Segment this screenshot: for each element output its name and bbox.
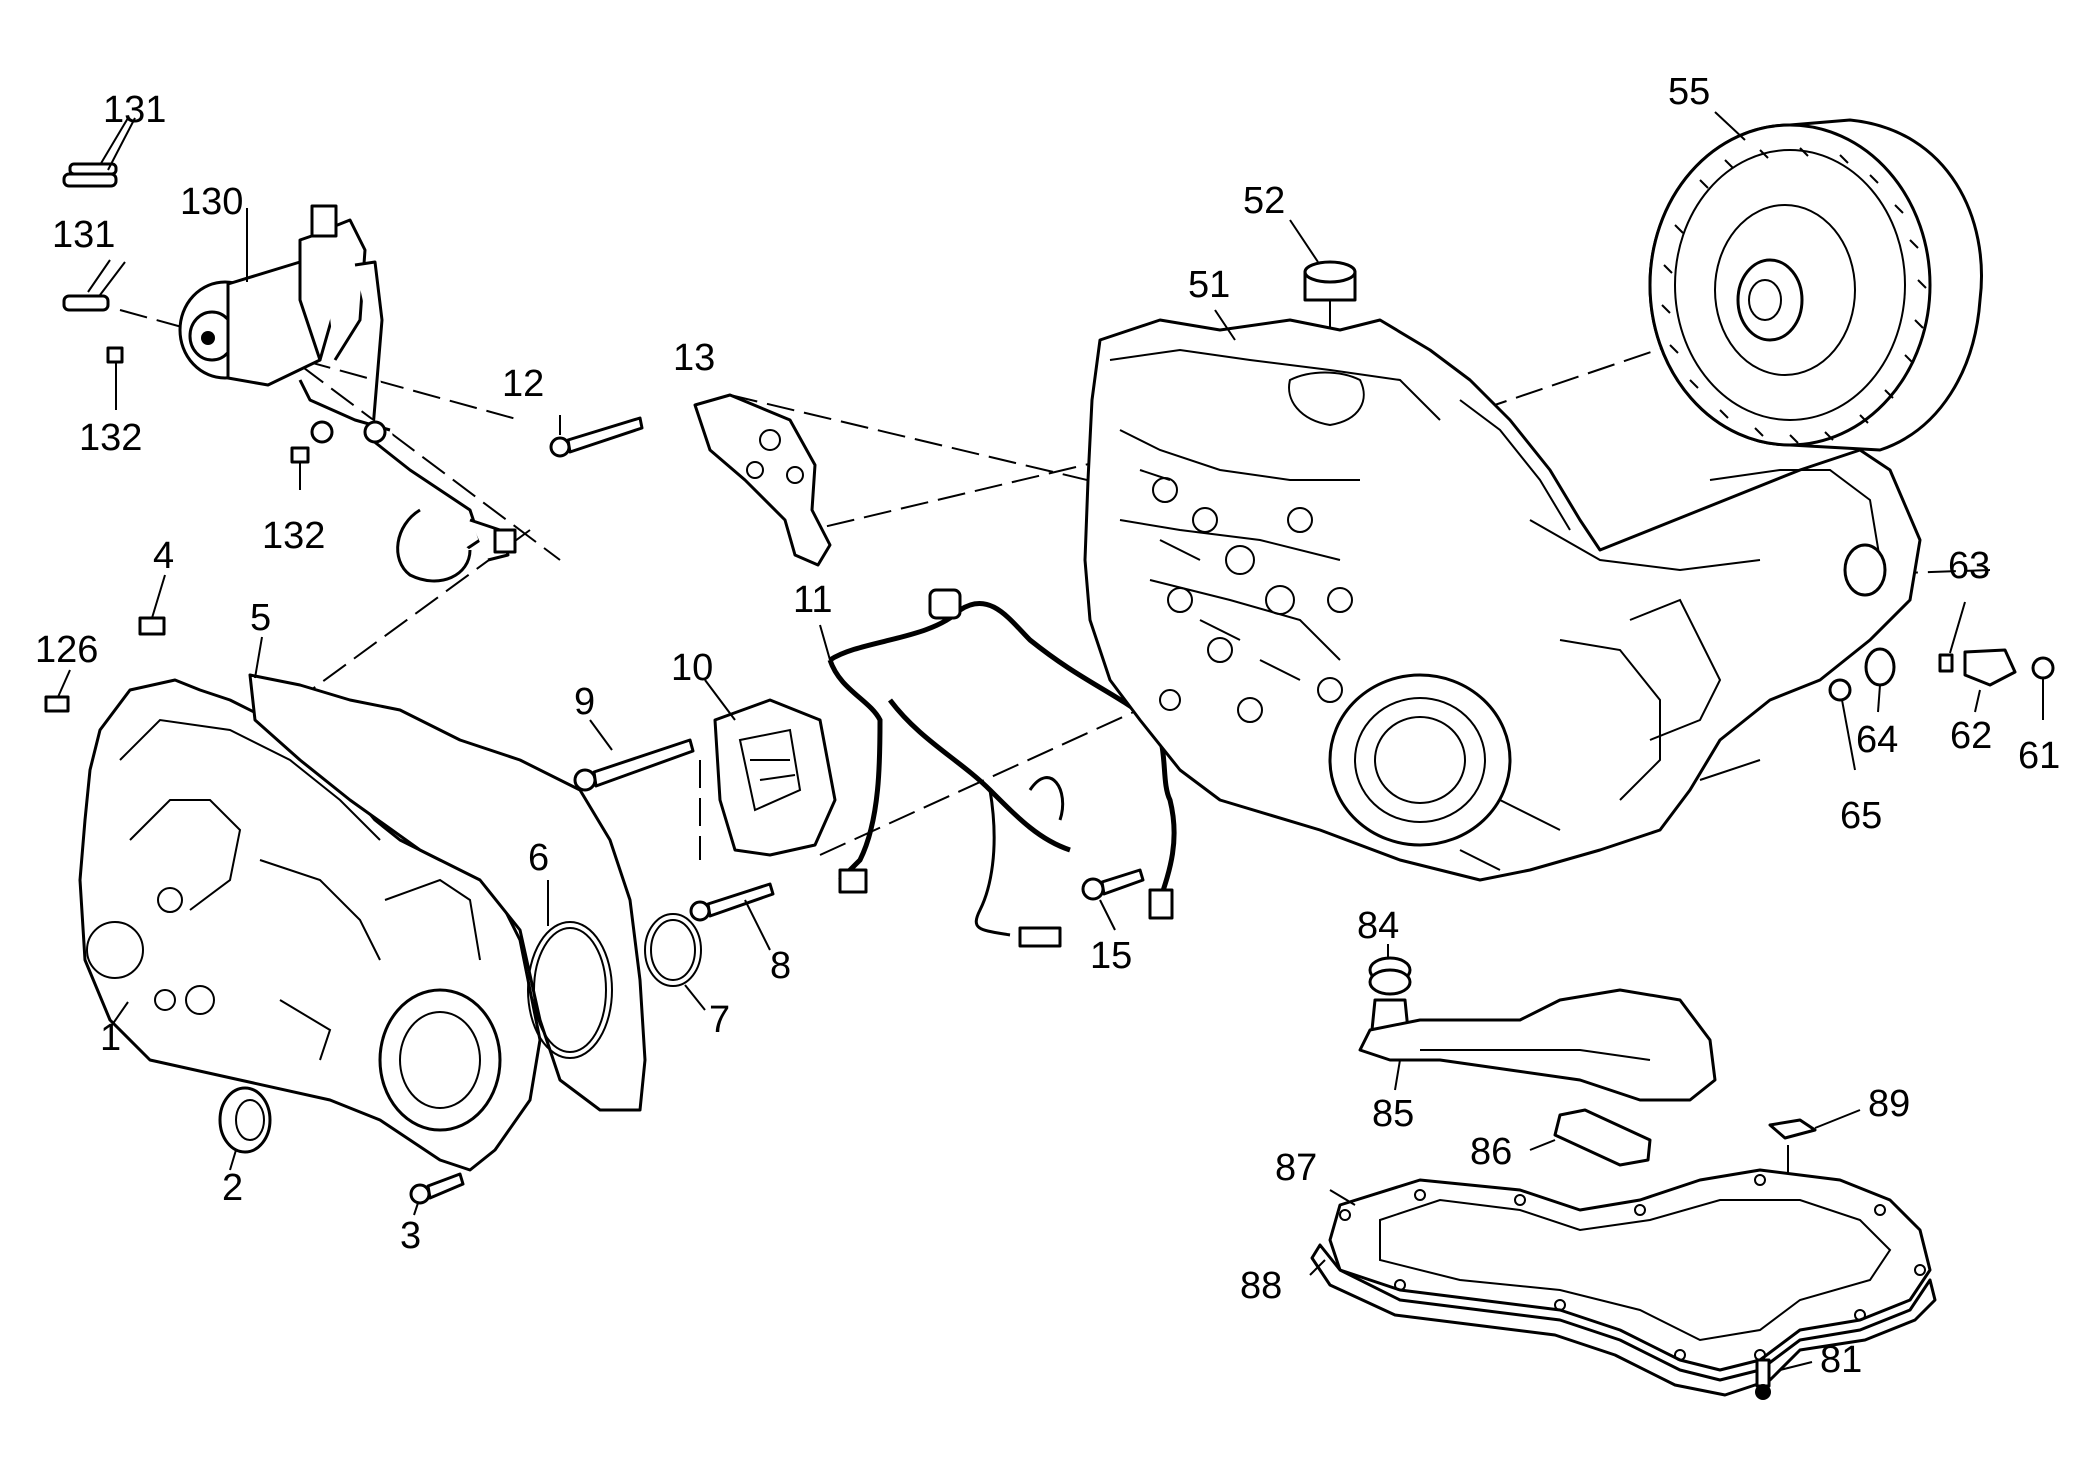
part-52-cap bbox=[1289, 219, 1357, 400]
callout-3: 3 bbox=[400, 1215, 421, 1257]
callout-64: 64 bbox=[1856, 719, 1898, 761]
callout-6: 6 bbox=[528, 837, 549, 879]
callout-84: 84 bbox=[1357, 905, 1399, 947]
callout-13: 13 bbox=[673, 337, 715, 379]
part-132-bolts bbox=[106, 346, 310, 490]
part-15-bolt bbox=[1081, 868, 1145, 931]
callout-4: 4 bbox=[153, 535, 174, 577]
part-87-88-pan bbox=[1309, 1168, 1937, 1397]
callout-89: 89 bbox=[1868, 1083, 1910, 1125]
callout-131-top: 131 bbox=[103, 89, 166, 131]
callout-130: 130 bbox=[180, 181, 243, 223]
callout-61: 61 bbox=[2018, 735, 2060, 777]
part-5-gasket bbox=[248, 636, 647, 1112]
callout-5: 5 bbox=[250, 597, 271, 639]
pan-bolt-holes bbox=[1339, 1174, 1926, 1361]
converter-fins bbox=[1661, 147, 1927, 444]
callout-12: 12 bbox=[502, 363, 544, 405]
part-51-case bbox=[1083, 309, 1922, 882]
part-81-bolt bbox=[1755, 1358, 1813, 1400]
callout-10: 10 bbox=[671, 647, 713, 689]
callout-9: 9 bbox=[574, 681, 595, 723]
part-3-bolt bbox=[409, 1172, 465, 1216]
callout-15: 15 bbox=[1090, 935, 1132, 977]
part-11-harness bbox=[819, 588, 1177, 948]
part-4-126-bolts bbox=[44, 574, 166, 713]
part-7-ring bbox=[644, 913, 706, 1011]
part-9-bolt bbox=[573, 719, 695, 792]
callout-11: 11 bbox=[793, 579, 832, 621]
callout-86: 86 bbox=[1470, 1131, 1512, 1173]
part-10-cover bbox=[704, 679, 837, 857]
callout-132-right: 132 bbox=[262, 515, 325, 557]
part-12-bolt bbox=[549, 415, 644, 458]
callout-labels: 131 131 130 132 132 12 13 52 51 55 4 5 1… bbox=[35, 71, 2060, 1381]
callout-81: 81 bbox=[1820, 1339, 1862, 1381]
callout-7: 7 bbox=[709, 999, 730, 1041]
callout-55: 55 bbox=[1668, 71, 1710, 113]
part-86-seal bbox=[1529, 1108, 1652, 1167]
callout-52: 52 bbox=[1243, 180, 1285, 222]
part-130-actuator bbox=[178, 204, 517, 583]
callout-62: 62 bbox=[1950, 715, 1992, 757]
part-13-bracket bbox=[693, 393, 832, 567]
callout-85: 85 bbox=[1372, 1093, 1414, 1135]
callout-63: 63 bbox=[1948, 545, 1990, 587]
part-2-seal bbox=[218, 1086, 272, 1171]
callout-132-left: 132 bbox=[79, 417, 142, 459]
callout-126: 126 bbox=[35, 629, 98, 671]
parts-61-65-hardware bbox=[1828, 601, 2055, 771]
part-6-oring bbox=[527, 880, 613, 1059]
callout-131-bolt: 131 bbox=[52, 214, 115, 256]
part-84-85-filter bbox=[1358, 944, 1717, 1102]
callout-65: 65 bbox=[1840, 795, 1882, 837]
callout-88: 88 bbox=[1240, 1265, 1282, 1307]
part-8-bolt bbox=[689, 882, 775, 951]
callout-87: 87 bbox=[1275, 1147, 1317, 1189]
callout-2: 2 bbox=[222, 1167, 243, 1209]
callout-1: 1 bbox=[100, 1017, 121, 1059]
callout-51: 51 bbox=[1188, 264, 1230, 306]
part-131-clips bbox=[62, 117, 136, 312]
callout-8: 8 bbox=[770, 945, 791, 987]
part-55-torque-converter bbox=[1648, 111, 1983, 452]
part-1-side-cover bbox=[78, 678, 542, 1172]
